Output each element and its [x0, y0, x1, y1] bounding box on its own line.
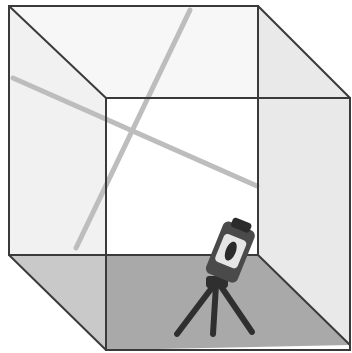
floor: [106, 255, 350, 350]
laser-lines: [10, 7, 260, 251]
back-frame: [105, 97, 351, 351]
tripod-leg-left: [174, 282, 217, 337]
tripod-leg-right: [217, 282, 255, 335]
edge-bottom-right: [257, 254, 351, 346]
tripod-leg-center: [210, 282, 219, 337]
device-lens: [224, 241, 237, 261]
laser-line-horizontal: [10, 75, 260, 189]
right-wall: [258, 6, 350, 345]
left-wall: [9, 6, 106, 255]
edge-top-right: [257, 5, 351, 99]
room-edges: [8, 5, 351, 351]
device-top-cap: [230, 217, 252, 233]
edge-top-left: [8, 5, 107, 99]
laser-level-icon: [205, 217, 255, 283]
room: [9, 6, 350, 350]
tripod-icon: [174, 282, 255, 337]
edge-bottom-left: [8, 254, 107, 351]
laser-line-vertical: [73, 7, 193, 251]
front-frame: [8, 5, 259, 256]
